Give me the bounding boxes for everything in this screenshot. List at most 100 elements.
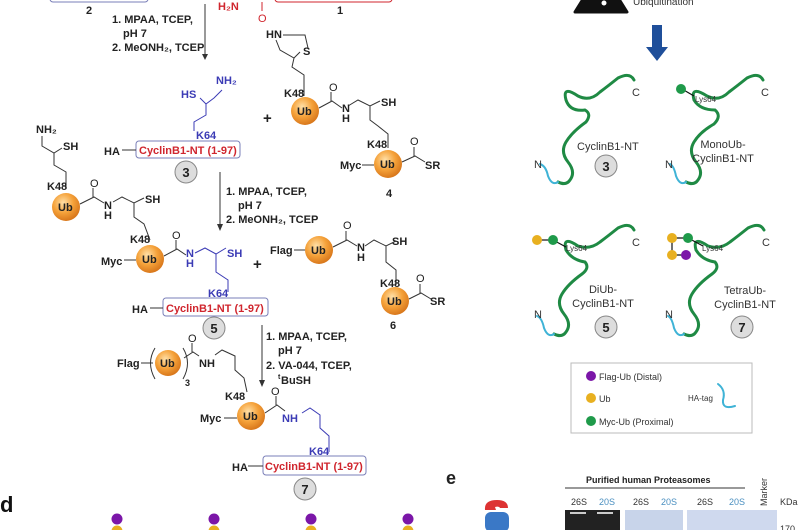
myc-ub-dot [548,235,558,245]
ub-sphere [291,97,319,125]
ub-dot [208,525,220,530]
condition-line: pH 7 [238,200,262,212]
n-terminus-label: N [665,309,673,321]
compound-number-badge [202,316,226,340]
panel-d: d [0,492,414,530]
ub-sphere [305,236,333,264]
construct-name: MonoUb- [700,139,746,151]
condition-line: 1. MPAA, TCEP, [266,331,347,343]
down-arrow-icon [646,25,668,61]
k48-label: K48 [367,139,387,151]
compound-6: Flag Ub O N H SH K48 Ub O SR 6 [270,220,445,332]
sr-label: SR [425,160,440,172]
atom-label: O [172,230,181,242]
plus-sign: + [263,110,272,127]
construct-name: CyclinB1-NT [577,141,639,153]
panel-e: e Purified human Proteasomes 26S 20S 26S… [446,468,798,530]
atom-label: NH [282,413,298,425]
compound-3: HS NH₂ K64 CyclinB1-NT (1-97) HA 3 [104,75,241,184]
ub-sphere [136,245,164,273]
compound-number: 3 [182,165,189,180]
atom-label: N [186,248,194,260]
top-reactants: 2 H₂N O 1 [49,0,393,25]
flag-ub-swatch [586,371,596,381]
legend: Flag-Ub (Distal) Ub Myc-Ub (Proximal) HA… [570,362,753,434]
compound-1-label: 1 [337,5,343,17]
gel-image-coomassie-1 [625,510,683,530]
k64-label: K64 [208,288,229,300]
atom-label: H [186,258,194,270]
step-1-conditions: 1. MPAA, TCEP, pH 7 2. MeONH₂, TCEP [112,4,208,60]
compound-number: 3 [602,159,609,174]
myc-label: Myc [101,256,122,268]
ub-label: Ub [142,254,157,266]
construct-monoub: Lys64 C N MonoUb- CyclinB1-NT [665,73,769,186]
ub-dot [667,250,677,260]
ub-sphere [381,287,409,315]
flag-ub-dot [111,513,123,525]
c-terminus-label: C [761,87,769,99]
peptide-label: CyclinB1-NT (1-97) [139,145,237,157]
condition-line: 1. MPAA, TCEP, [112,14,193,26]
atom-label: H [104,210,112,222]
lys64-label: Lys64 [695,95,717,104]
myc-ub-dot [676,84,686,94]
repeat-count: 3 [185,378,190,388]
compound-4-label: 4 [386,188,393,200]
peptide-label: CyclinB1-NT (1-97) [166,303,264,315]
atom-label: O [343,220,352,232]
myc-label: Myc [200,413,221,425]
mw-170-label: 170 [780,524,795,530]
repeat-brackets [150,347,188,380]
ub-sphere [374,150,402,178]
flask-icon [573,0,629,14]
marker-label: Marker [759,478,769,506]
compound-2-box [49,0,149,3]
k64-label: K64 [309,446,330,458]
panel-label-d: d [0,492,13,517]
k48-label: K48 [225,391,245,403]
ub-label: Ub [311,245,326,257]
ha-tag-label: HA [132,304,148,316]
lane-label: 20S [661,497,677,507]
construct-name: CyclinB1-NT [692,153,754,165]
lys64-label: Lys64 [566,244,588,253]
sh-label: SH [381,97,396,109]
legend-box [570,362,753,434]
ub-label: Ub [58,202,73,214]
step-2-conditions: 1. MPAA, TCEP, pH 7 2. MeONH₂, TCEP [217,172,318,231]
step-3-conditions: 1. MPAA, TCEP, pH 7 2. VA-044, TCEP, t B… [259,325,352,387]
construct-name: DiUb- [589,284,617,296]
compound-number: 5 [210,321,217,336]
gel-image-dark [565,510,620,530]
compound-number-badge [730,315,754,339]
gel-title: Purified human Proteasomes [586,475,711,485]
compound-number-badge [174,160,198,184]
ub-label: Ub [243,411,258,423]
lane-label: 20S [599,497,615,507]
construct-name: CyclinB1-NT [714,299,776,311]
atom-label: N [342,103,350,115]
sh-label: SH [63,141,78,153]
construct-cyclinb1-nt: C N CyclinB1-NT 3 [534,73,640,186]
ub-label: Ub [297,106,312,118]
ub-swatch [586,393,596,403]
ub-label: Ub [160,358,175,370]
flag-ub-dot [305,513,317,525]
ub-sphere [52,193,80,221]
arrow-head-icon [202,54,208,60]
c-terminus-label: C [632,87,640,99]
myc-label: Myc [340,160,361,172]
atom-label: O [188,333,197,345]
flag-label: Flag [117,358,140,370]
condition-line: 1. MPAA, TCEP, [226,186,307,198]
left-compound: NH₂ SH K48 Ub O N H SH [36,124,160,241]
atom-label: O [271,386,280,398]
sr-label: SR [430,296,445,308]
ub-dot [305,525,317,530]
ub-dot [667,233,677,243]
condition-line: pH 7 [278,345,302,357]
lane-label: 20S [729,497,745,507]
